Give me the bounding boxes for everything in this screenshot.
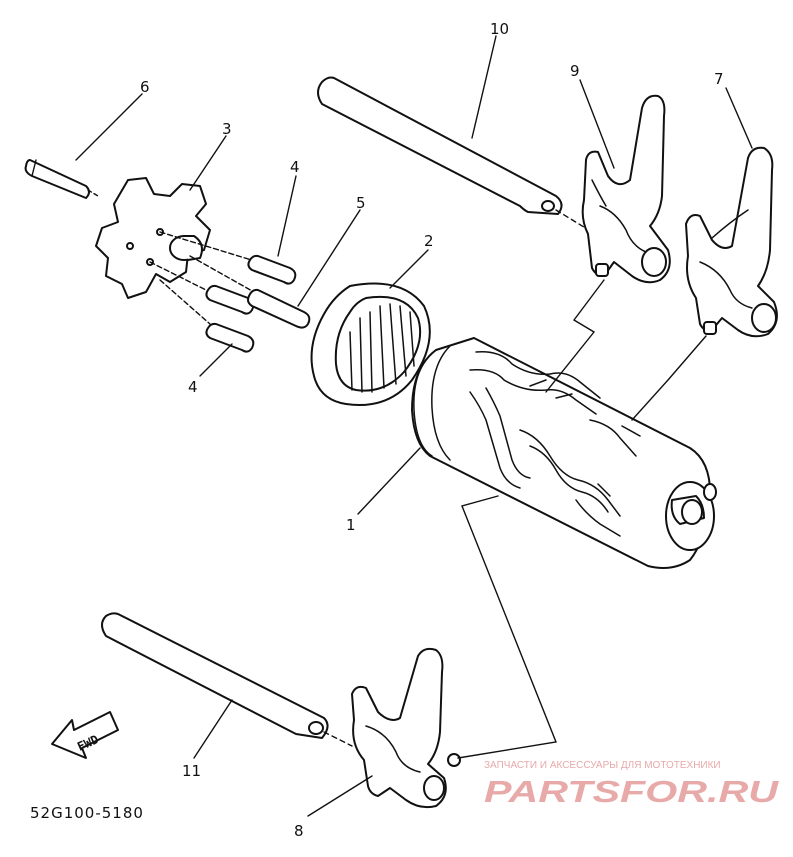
dowel-pin-lower-4 <box>205 322 255 353</box>
callout-4-lower: 4 <box>188 378 198 396</box>
shift-drum-1 <box>411 337 717 569</box>
callout-6: 6 <box>140 78 150 96</box>
shift-drum-segment-3 <box>95 177 211 299</box>
segment-pin-guides <box>149 231 259 325</box>
needle-bearing-2 <box>310 282 431 406</box>
callout-labels: 10 9 7 6 3 4 5 2 4 1 11 8 <box>140 20 724 840</box>
dowel-pin-middle <box>205 284 255 315</box>
watermark: ЗАПЧАСТИ И АКСЕССУАРЫ ДЛЯ МОТОТЕХНИКИ PA… <box>484 760 780 809</box>
forward-direction-arrow: FWD <box>51 711 119 759</box>
callout-3: 3 <box>222 120 232 138</box>
callout-leaders <box>75 35 753 817</box>
callout-9: 9 <box>570 62 580 80</box>
shift-fork-shaft-upper <box>317 76 593 233</box>
part-code: 52G100-5180 <box>30 804 144 822</box>
callout-10: 10 <box>490 20 509 38</box>
callout-5: 5 <box>356 194 366 212</box>
shift-fork-shaft-lower <box>101 612 353 747</box>
callout-8: 8 <box>294 822 304 840</box>
shift-fork-9 <box>581 94 671 284</box>
callout-11: 11 <box>182 762 201 780</box>
watermark-subtitle: ЗАПЧАСТИ И АКСЕССУАРЫ ДЛЯ МОТОТЕХНИКИ <box>484 760 721 771</box>
callout-2: 2 <box>424 232 434 250</box>
dowel-pin-long-5 <box>247 288 311 329</box>
shift-fork-7 <box>685 146 778 338</box>
watermark-brand: PARTSFOR.RU <box>484 774 780 809</box>
segment-pin-6 <box>24 159 99 199</box>
dowel-pin-upper-4 <box>247 254 297 285</box>
callout-7: 7 <box>714 70 724 88</box>
callout-4-upper: 4 <box>290 158 300 176</box>
fork-engagement-lines <box>457 279 707 759</box>
callout-1: 1 <box>346 516 356 534</box>
shift-fork-8 <box>351 647 461 809</box>
